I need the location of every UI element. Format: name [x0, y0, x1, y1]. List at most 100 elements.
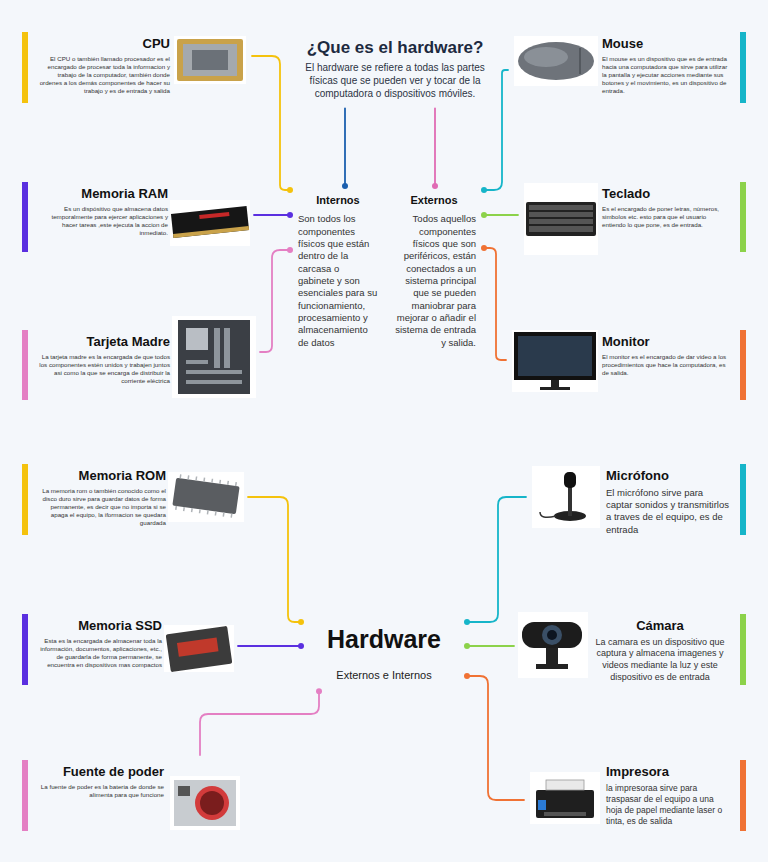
- node-description: Es un dispósitivo que almacena datos tem…: [38, 205, 168, 237]
- rom-picture: [168, 472, 244, 522]
- keyboard-picture: [529, 226, 593, 232]
- connector-dot: [481, 212, 487, 218]
- rom-picture: [219, 480, 221, 484]
- rom-picture: [203, 478, 205, 482]
- monitor-picture: [512, 330, 598, 392]
- ram-picture: [199, 212, 229, 219]
- keyboard-picture: [526, 202, 596, 236]
- component-box: Memoria ROMLa memoria rom o también cono…: [22, 462, 246, 533]
- motherboard-picture: [178, 320, 250, 394]
- node-description: la impresoraa sirve para traspasar de el…: [606, 783, 730, 827]
- component-box: Tarjeta MadreLa tarjeta madre es la enca…: [22, 328, 258, 391]
- connector-line: [467, 497, 526, 622]
- power-supply-picture: [174, 780, 236, 826]
- connector-dot: [481, 245, 487, 251]
- printer-picture: [538, 800, 546, 810]
- node-description: La tarjeta madre es la encargada de que …: [38, 353, 170, 385]
- node-heading: Impresora: [606, 764, 730, 780]
- connector-line: [248, 497, 301, 622]
- peripheral-box: MicrófonoEl micrófono sirve para captar …: [528, 462, 746, 542]
- connector-dot: [298, 643, 304, 649]
- printer-picture: [536, 790, 594, 818]
- rom-picture: [176, 474, 236, 517]
- connector-dot: [287, 247, 293, 253]
- connector-line: [434, 108, 436, 186]
- motherboard-picture: [186, 380, 242, 384]
- mouse-picture: [514, 36, 598, 86]
- accent-bar: [740, 760, 746, 831]
- hub-box: HardwareExternos e Internos: [309, 618, 459, 688]
- keyboard-picture: [524, 183, 598, 255]
- accent-bar: [740, 32, 746, 103]
- ssd-picture: [166, 626, 233, 672]
- keyboard-picture: [529, 219, 593, 224]
- connector-line: [254, 214, 290, 216]
- monitor-picture: [551, 380, 559, 387]
- node-heading: Teclado: [602, 186, 730, 202]
- printer-picture: [530, 772, 600, 824]
- ram-picture: [170, 200, 250, 246]
- node-heading: Fuente de poder: [38, 764, 164, 780]
- power-supply-picture: [178, 786, 190, 796]
- node-description: Externos e Internos: [309, 668, 459, 682]
- power-supply-picture: [195, 786, 229, 820]
- keyboard-picture: [529, 212, 593, 217]
- node-description: El CPU o también llamado procesador es e…: [38, 55, 170, 95]
- node-heading: CPU: [38, 36, 170, 52]
- rom-picture: [223, 513, 225, 517]
- rom-picture: [168, 472, 244, 522]
- connector-dot: [298, 619, 304, 625]
- connector-dot: [464, 673, 470, 679]
- node-heading: Monitor: [602, 334, 730, 350]
- rom-picture: [179, 474, 181, 478]
- intro-box: ¿Que es el hardware?El hardware se refie…: [295, 32, 495, 106]
- node-description: Es el encargado de poner letras, números…: [602, 205, 730, 229]
- keyboard-picture: [529, 205, 593, 210]
- connector-dot: [316, 688, 322, 694]
- node-description: El hardware se refiere a todas las parte…: [295, 61, 495, 100]
- camera-picture: [542, 625, 562, 645]
- node-description: La camara es un dispositivo que captura …: [590, 637, 730, 684]
- category-box: ExternosTodos aquellos componentes físic…: [392, 188, 476, 355]
- camera-picture: [536, 664, 568, 669]
- accent-bar: [22, 330, 28, 400]
- camera-picture: [547, 630, 557, 640]
- rom-picture: [195, 477, 197, 481]
- node-heading: Internos: [298, 194, 378, 207]
- node-description: Todos aquellos componentes físicos que s…: [392, 213, 476, 349]
- motherboard-picture: [214, 328, 220, 368]
- rom-picture: [230, 514, 232, 518]
- motherboard-picture: [186, 370, 242, 374]
- node-description: Esta es la encargada de almacenar toda l…: [38, 637, 162, 669]
- component-box: Memoria SSDEsta es la encargada de almac…: [22, 612, 236, 675]
- category-box: InternosSon todos los componentes físico…: [298, 188, 378, 355]
- rom-picture: [207, 510, 209, 514]
- peripheral-box: Teclado Es el encargado de poner letras, …: [520, 180, 746, 235]
- monitor-picture: [512, 330, 598, 392]
- connector-line: [260, 250, 290, 352]
- connector-line: [200, 691, 319, 755]
- component-box: Memoria RAMEs un dispósitivo que almacen…: [22, 180, 252, 243]
- cpu-picture: [174, 36, 246, 84]
- motherboard-picture: [172, 316, 256, 398]
- power-supply-picture: [200, 791, 224, 815]
- peripheral-box: MonitorEl monitor es el encargado de dar…: [508, 328, 746, 383]
- connector-dot: [464, 643, 470, 649]
- rom-picture: [187, 475, 189, 479]
- connector-line: [252, 56, 290, 190]
- peripheral-box: MouseEl mouse es un dispositivo que es d…: [510, 30, 746, 101]
- node-heading: Hardware: [309, 624, 459, 654]
- power-supply-picture: [170, 776, 240, 830]
- rom-picture: [211, 479, 213, 483]
- microphone-picture: [540, 512, 556, 517]
- rom-picture: [199, 509, 201, 513]
- ssd-picture: [177, 637, 219, 656]
- power-supply-picture: [170, 776, 240, 830]
- keyboard-picture: [524, 183, 598, 255]
- ssd-picture: [164, 625, 234, 672]
- peripheral-box: Impresora la impresoraa sirve para traspa…: [526, 758, 746, 833]
- microphone-picture: [532, 466, 600, 528]
- node-heading: Externos: [392, 194, 476, 207]
- ram-picture: [170, 200, 250, 246]
